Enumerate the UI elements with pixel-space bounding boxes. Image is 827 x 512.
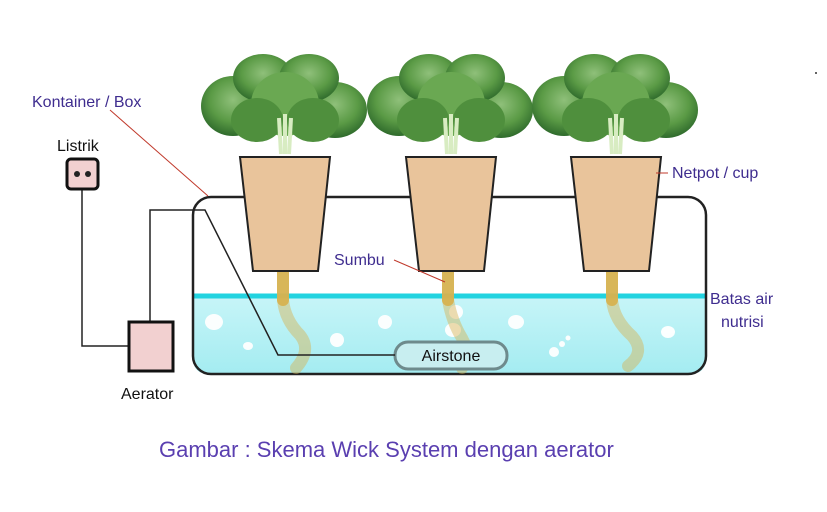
airstone: Airstone	[393, 340, 509, 371]
air-hose	[149, 209, 395, 356]
netpots	[238, 156, 663, 272]
netpot-2	[404, 156, 498, 272]
water-level-label-line2: nutrisi	[721, 314, 764, 331]
water-level-label-line1: Batas air	[710, 291, 774, 308]
netpot-label: Netpot / cup	[672, 165, 758, 182]
netpot-1	[238, 156, 332, 272]
container-label: Kontainer / Box	[32, 94, 141, 111]
plant-icon	[367, 54, 533, 155]
power-cable	[81, 190, 130, 347]
netpot-3	[569, 156, 663, 272]
plants	[201, 54, 698, 155]
figure-caption: Gambar : Skema Wick System dengan aerato…	[159, 437, 614, 462]
power-socket-icon	[65, 157, 100, 191]
plant-icon	[201, 54, 367, 155]
aerator-box	[127, 320, 175, 373]
aerator-label: Aerator	[121, 386, 174, 403]
leader-lines	[109, 109, 668, 283]
plant-icon	[532, 54, 698, 155]
wick-label: Sumbu	[334, 252, 385, 269]
air-bubbles	[205, 305, 675, 357]
stray-dot	[815, 72, 817, 74]
power-label: Listrik	[57, 138, 100, 155]
airstone-label: Airstone	[422, 348, 481, 365]
